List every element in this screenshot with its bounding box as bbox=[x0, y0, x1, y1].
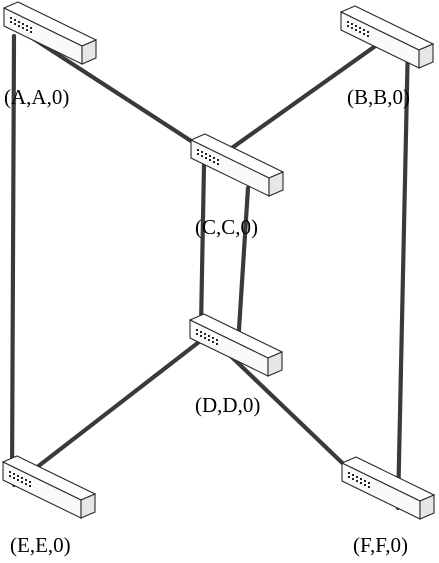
switch-b-icon bbox=[339, 5, 435, 69]
link-d-e bbox=[11, 332, 211, 488]
node-label-a: (A,A,0) bbox=[4, 85, 69, 109]
switch-d-icon bbox=[188, 313, 284, 377]
switch-c-icon bbox=[189, 133, 285, 197]
link-a-c bbox=[17, 27, 208, 153]
link-b-c bbox=[212, 34, 391, 163]
switch-a-icon bbox=[2, 1, 98, 65]
link-a-e bbox=[9, 33, 17, 485]
node-label-e: (E,E,0) bbox=[10, 533, 71, 557]
switch-f-icon bbox=[340, 456, 436, 520]
node-label-d: (D,D,0) bbox=[195, 393, 260, 417]
node-label-b: (B,B,0) bbox=[347, 85, 410, 109]
link-b-f bbox=[395, 37, 411, 511]
links bbox=[9, 27, 411, 511]
link-c-d-left bbox=[198, 162, 207, 330]
node-label-c: (C,C,0) bbox=[195, 215, 258, 239]
link-c-d-right bbox=[235, 185, 251, 348]
switch-e-icon bbox=[1, 455, 97, 519]
node-label-f: (F,F,0) bbox=[353, 533, 408, 557]
link-d-f bbox=[211, 337, 361, 481]
